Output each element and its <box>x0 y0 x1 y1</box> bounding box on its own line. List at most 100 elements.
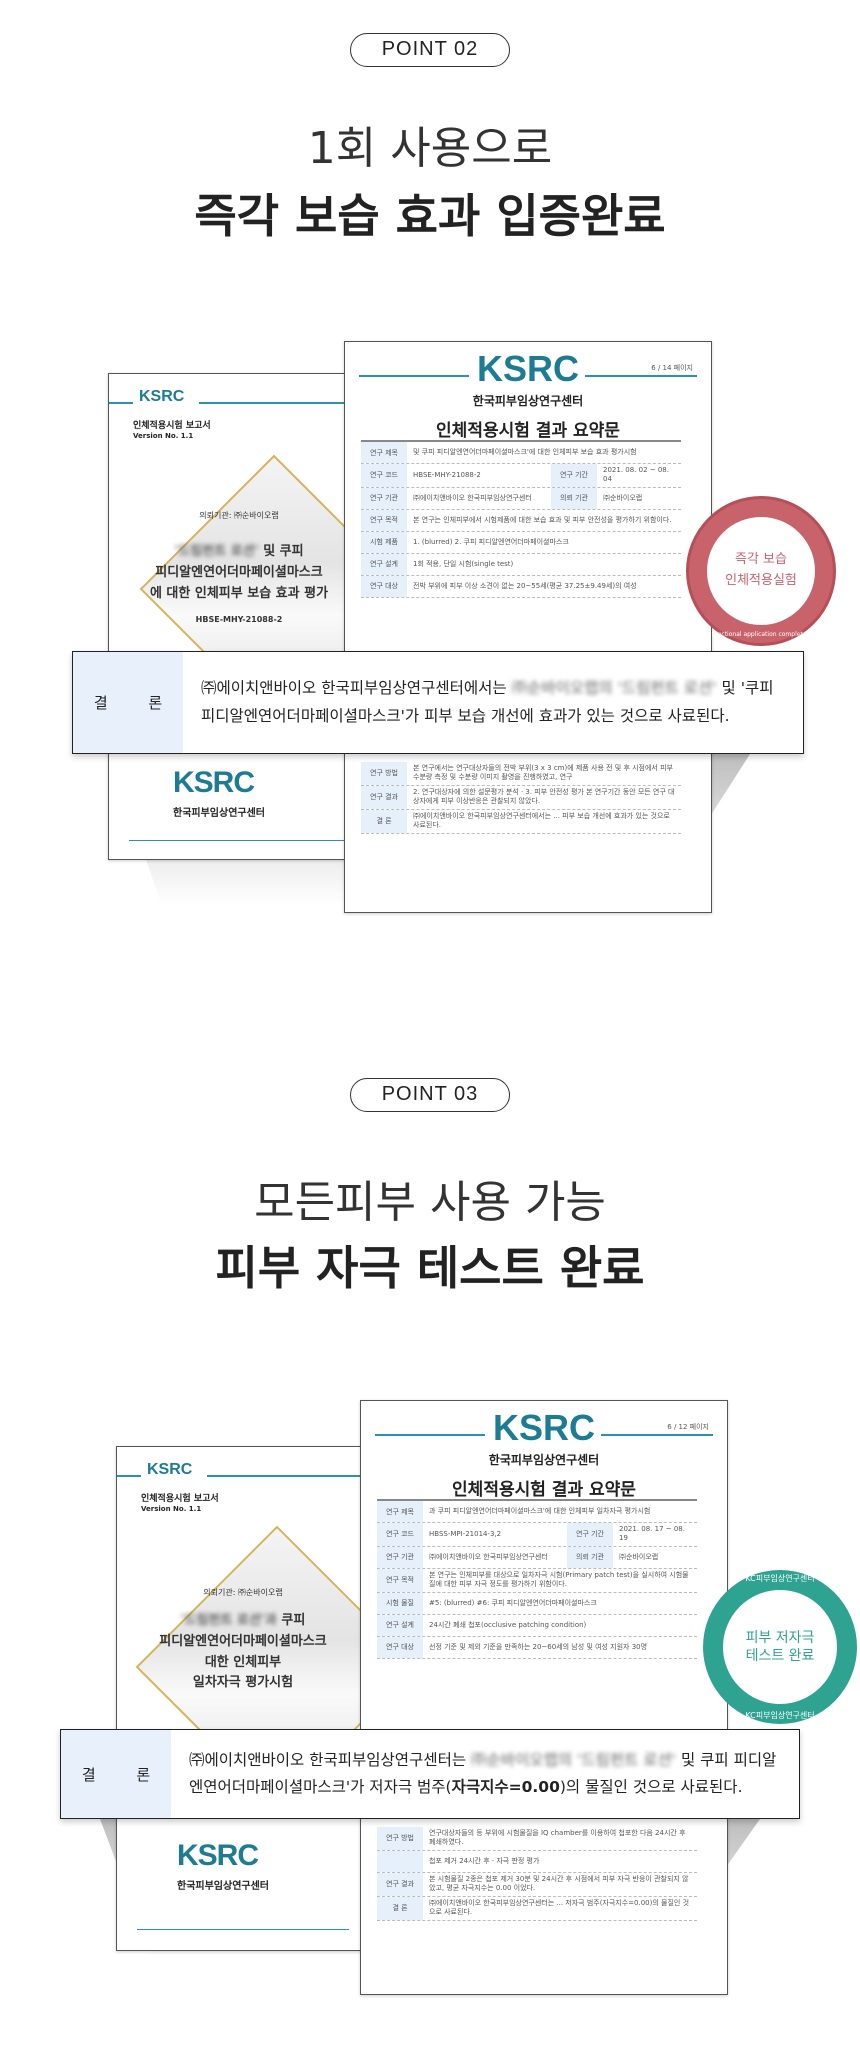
row-label: 연구 결과 <box>377 1872 423 1896</box>
section-title-line2: 피부 자극 테스트 완료 <box>215 1241 645 1295</box>
doc-org: 한국피부임상연구센터 <box>488 1453 600 1467</box>
cover-bottom-logo: KSRC <box>173 766 255 799</box>
stamp-ring-text: KC피부임상연구센터 <box>745 1574 815 1583</box>
row-label: 연구 결과 <box>361 785 407 809</box>
stamp-irritation: 피부 저자극 테스트 완료 KC피부임상연구센터 KC피부임상연구센터 <box>703 1570 857 1724</box>
row-value: #5: (blurred) #6: 쿠피 피디알엔연어더마페이셜마스크 <box>429 1598 597 1607</box>
row-label: 시험 물질 <box>377 1592 423 1614</box>
row-value: 선정 기준 및 제외 기준을 만족하는 20~60세의 남성 및 여성 지원자 … <box>429 1642 648 1651</box>
table-row: 연구 결과 본 시험물질 2종은 첩포 제거 30분 및 24시간 후 시점에서 … <box>377 1872 697 1897</box>
row-value: ㈜에이치앤바이오 한국피부임상연구센터는 ... 저자극 범주(자극지수=0.0… <box>429 1898 690 1917</box>
stamp-moisture: 즉각 보습 인체적용실험 functional application comp… <box>686 496 836 646</box>
cover-text: 에 대한 인체피부 보습 효과 평가 <box>149 585 329 601</box>
row-value: 1회 적용, 단일 시험(single test) <box>413 559 514 568</box>
cover-version: Version No. 1.1 <box>141 1505 202 1513</box>
cover-text: 쿠피 <box>281 1613 306 1628</box>
cover-logo: KSRC <box>147 1461 193 1478</box>
row-value: ㈜순바이오랩 <box>619 1552 659 1561</box>
conclusion-text: ㈜에이치앤바이오 한국피부임상연구센터는 <box>189 1750 467 1769</box>
row-value: 2021. 08. 02 ~ 08. 04 <box>603 466 669 484</box>
table-row: 연구 방법 연구대상자들의 등 부위에 시험물질을 IQ chamber를 이용하… <box>377 1827 697 1851</box>
table-row: 결 론㈜에이치앤바이오 한국피부임상연구센터에서는 ... 피부 보습 개선에 … <box>361 809 681 834</box>
conclusion-blurred: ㈜순바이오랩의 '드림펀트 로션' <box>471 1750 677 1769</box>
row-label: 연구 설계 <box>377 1614 423 1636</box>
point-badge: POINT 03 <box>350 1078 510 1112</box>
cover-text: 대한 인체피부 <box>204 1654 282 1670</box>
row-label: 연구 제목 <box>377 1501 423 1522</box>
section-title-line1: 모든피부 사용 가능 <box>254 1177 606 1228</box>
row-label: 연구 기관 <box>361 487 407 509</box>
table-row: 연구 목적 본 연구는 인체피부를 대상으로 일차자극 시험(Primary pa… <box>377 1568 697 1593</box>
doc-logo: KSRC <box>492 1407 595 1448</box>
row-label: 연구 목적 <box>361 509 407 531</box>
row-value: HBSS-MPI-21014-3,2 <box>429 1529 502 1538</box>
row-value: 전박 부위에 피부 이상 소견이 없는 20~55세(평균 37.25±9.49… <box>413 581 637 590</box>
row-label: 연구 방법 <box>377 1827 423 1850</box>
doc-logo: KSRC <box>476 348 579 389</box>
table-row: 첩포 제거 24시간 후 · 자극 판정 평가 <box>377 1850 697 1873</box>
row-label: 의뢰 기관 <box>567 1546 613 1568</box>
cover-product-blurred: '드림펀트 로션' <box>174 544 259 559</box>
conclusion-text: 및 쿠피 피디알엔연어더마페이셜마스크'가 저자극 범주( <box>189 1750 777 1796</box>
conclusion-text: ㈜에이치앤바이오 한국피부임상연구센터에서는 <box>201 679 507 698</box>
summary-table-continued: 연구 방법 연구대상자들의 등 부위에 시험물질을 IQ chamber를 이용하… <box>377 1827 697 1921</box>
row-label: 연구 기간 <box>551 464 597 487</box>
page-number: 6 / 14 페이지 <box>651 364 693 372</box>
row-label: 연구 기간 <box>567 1523 613 1546</box>
row-label: 연구 코드 <box>377 1523 423 1546</box>
row-label: 연구 코드 <box>361 464 407 487</box>
report-cover: KSRC 인체적용시험 보고서 Version No. 1.1 의뢰기관: ㈜순… <box>108 373 370 860</box>
conclusion-label: 결 론 <box>73 652 183 753</box>
table-row: 연구 결과 2. 연구대상자에 의한 설문평가 분석 · 3. 피부 안전성 평가… <box>361 785 681 810</box>
row-label: 연구 대상 <box>377 1636 423 1658</box>
cover-text: 일차자극 평가시험 <box>192 1675 294 1691</box>
cover-bottom-org: 한국피부임상연구센터 <box>177 1881 269 1892</box>
point-badge: POINT 02 <box>350 33 510 67</box>
stamp-text: 테스트 완료 <box>745 1648 815 1664</box>
stamp-text: 즉각 보습 <box>735 552 787 568</box>
row-value: ㈜에이치앤바이오 한국피부임상연구센터 <box>429 1552 548 1561</box>
cover-text: 피디알엔연어더마페이셜마스크 <box>155 564 323 580</box>
stamp-text: 피부 저자극 <box>745 1629 815 1646</box>
conclusion-blurred: ㈜순바이오랩의 '드림펀트 로션' <box>511 679 717 698</box>
conclusion-text: 및 '쿠피 피디알엔연어더마페이셜마스크'가 피부 보습 개선에 효과가 있는 … <box>201 679 774 725</box>
row-value: 연구대상자들의 등 부위에 시험물질을 IQ chamber를 이용하여 첩포한… <box>429 1829 686 1847</box>
cover-title: 인체적용시험 보고서 <box>133 421 211 431</box>
row-label: 연구 목적 <box>377 1568 423 1592</box>
section-title-line2: 즉각 보습 효과 입증완료 <box>194 189 666 243</box>
row-value: ㈜순바이오랩 <box>603 493 643 502</box>
cover-bottom-org: 한국피부임상연구센터 <box>173 808 265 819</box>
stamp-text: 인체적용실험 <box>725 573 797 588</box>
row-label <box>377 1850 423 1872</box>
row-value: 본 연구는 인체피부를 대상으로 일차자극 시험(Primary patch t… <box>429 1570 689 1589</box>
table-row: 시험 물질 #5: (blurred) #6: 쿠피 피디알엔연어더마페이셜마스크 <box>377 1592 697 1615</box>
cover-title: 인체적용시험 보고서 <box>141 1494 219 1504</box>
cover-client: 의뢰기관: ㈜순바이오랩 <box>203 1588 283 1597</box>
cover-product-blurred: '드림펀트 로션'과 <box>180 1613 277 1628</box>
doc-org: 한국피부임상연구센터 <box>472 394 584 408</box>
row-label: 연구 설계 <box>361 553 407 575</box>
doc-heading: 인체적용시험 결과 요약문 <box>436 421 620 441</box>
cover-version: Version No. 1.1 <box>133 432 194 440</box>
table-row: 연구 대상 선정 기준 및 제외 기준을 만족하는 20~60세의 남성 및 여성… <box>377 1636 697 1659</box>
irritation-index: 자극지수=0.00 <box>451 1778 560 1796</box>
cover-code: HBSE-MHY-21088-2 <box>195 615 283 624</box>
doc-heading: 인체적용시험 결과 요약문 <box>452 1480 636 1500</box>
cover-bottom-logo: KSRC <box>177 1839 259 1872</box>
summary-document: KSRC 6 / 14 페이지 한국피부임상연구센터 인체적용시험 결과 요약문… <box>344 341 712 913</box>
row-value: 본 시험물질 2종은 첩포 제거 30분 및 24시간 후 시점에서 피부 자극… <box>429 1874 689 1893</box>
summary-document: KSRC 6 / 12 페이지 한국피부임상연구센터 인체적용시험 결과 요약문… <box>360 1400 728 1995</box>
row-value: HBSE-MHY-21088-2 <box>413 470 481 479</box>
row-label: 의뢰 기관 <box>551 487 597 509</box>
conclusion-box: 결 론 ㈜에이치앤바이오 한국피부임상연구센터에서는 ㈜순바이오랩의 '드림펀트… <box>72 651 804 754</box>
row-value: 및 쿠피 피디알엔연어더마페이셜마스크'에 대한 인체피부 보습 효과 평가시험 <box>413 447 637 456</box>
row-value: 2. 연구대상자에 의한 설문평가 분석 · 3. 피부 안전성 평가 본 연구… <box>413 787 675 806</box>
